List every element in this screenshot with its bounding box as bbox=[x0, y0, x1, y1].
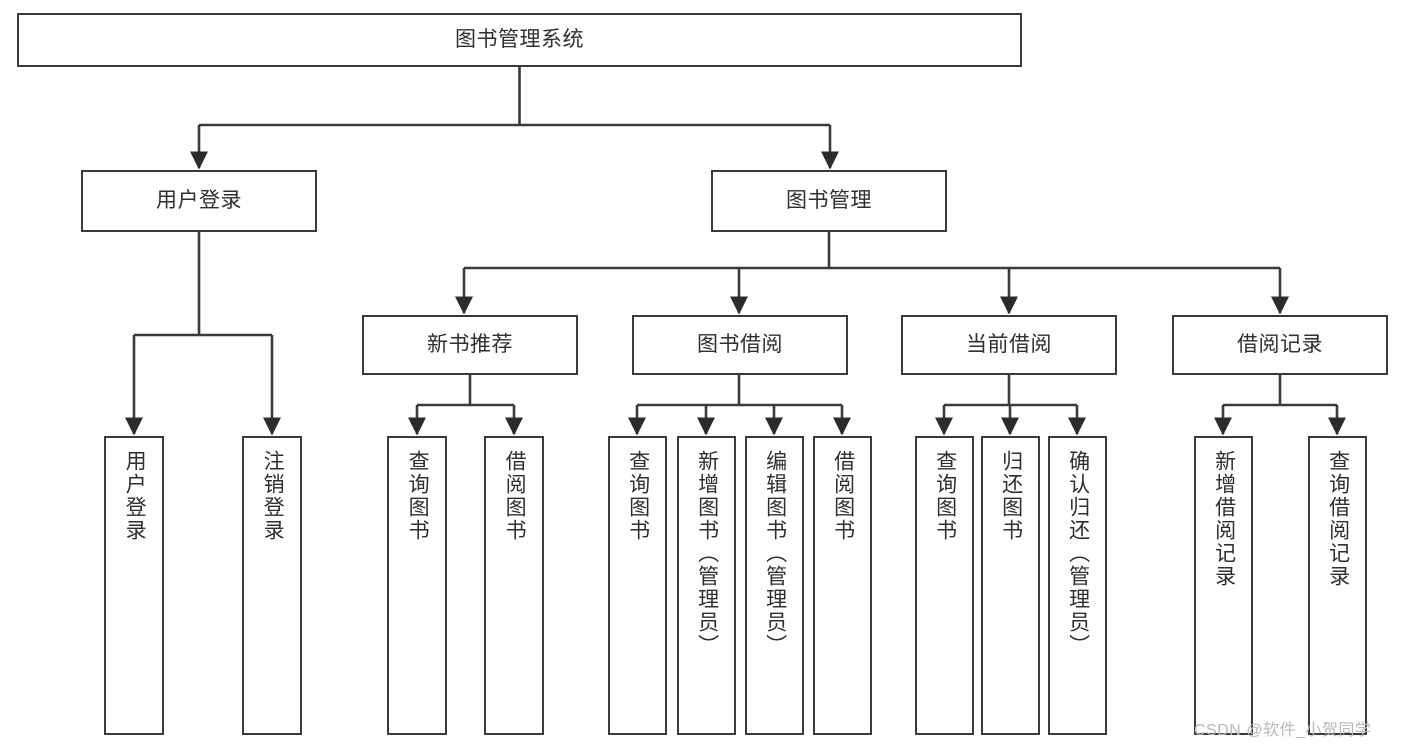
leaf-current-borrow-query-label: 查询图书 bbox=[933, 450, 957, 542]
leaf-book-borrow-add-label: 新增图书（管理员） bbox=[695, 450, 719, 657]
leaf-current-borrow-return[interactable]: 归还图书 bbox=[981, 436, 1040, 735]
leaf-book-borrow-borrow[interactable]: 借阅图书 bbox=[813, 436, 872, 735]
node-root-system-label: 图书管理系统 bbox=[455, 27, 584, 51]
leaf-user-login-login[interactable]: 用户登录 bbox=[104, 436, 164, 735]
leaf-user-login-logout-label: 注销登录 bbox=[261, 450, 285, 542]
node-borrow-record[interactable]: 借阅记录 bbox=[1172, 315, 1388, 375]
leaf-borrow-record-query-label: 查询借阅记录 bbox=[1326, 450, 1350, 588]
node-root-system[interactable]: 图书管理系统 bbox=[17, 13, 1022, 67]
leaf-borrow-record-add-label: 新增借阅记录 bbox=[1212, 450, 1236, 588]
node-book-management-label: 图书管理 bbox=[786, 188, 872, 212]
leaf-current-borrow-return-label: 归还图书 bbox=[999, 450, 1023, 542]
leaf-borrow-record-query[interactable]: 查询借阅记录 bbox=[1308, 436, 1367, 735]
node-borrow-record-label: 借阅记录 bbox=[1237, 332, 1323, 356]
node-book-borrow-label: 图书借阅 bbox=[697, 332, 783, 356]
node-user-login[interactable]: 用户登录 bbox=[81, 170, 317, 232]
node-book-management[interactable]: 图书管理 bbox=[711, 170, 947, 232]
node-user-login-label: 用户登录 bbox=[156, 188, 242, 212]
node-current-borrow-label: 当前借阅 bbox=[966, 332, 1052, 356]
leaf-current-borrow-query[interactable]: 查询图书 bbox=[915, 436, 974, 735]
leaf-book-borrow-query[interactable]: 查询图书 bbox=[608, 436, 667, 735]
leaf-new-book-borrow[interactable]: 借阅图书 bbox=[484, 436, 544, 735]
leaf-borrow-record-add[interactable]: 新增借阅记录 bbox=[1194, 436, 1253, 735]
leaf-user-login-logout[interactable]: 注销登录 bbox=[242, 436, 302, 735]
leaf-new-book-borrow-label: 借阅图书 bbox=[503, 450, 527, 542]
leaf-book-borrow-edit[interactable]: 编辑图书（管理员） bbox=[745, 436, 804, 735]
leaf-current-borrow-confirm[interactable]: 确认归还（管理员） bbox=[1048, 436, 1107, 735]
node-current-borrow[interactable]: 当前借阅 bbox=[901, 315, 1117, 375]
leaf-current-borrow-confirm-label: 确认归还（管理员） bbox=[1066, 450, 1090, 657]
leaf-new-book-query-label: 查询图书 bbox=[406, 450, 430, 542]
node-book-borrow[interactable]: 图书借阅 bbox=[632, 315, 848, 375]
node-new-book-recommend-label: 新书推荐 bbox=[427, 332, 513, 356]
leaf-book-borrow-borrow-label: 借阅图书 bbox=[831, 450, 855, 542]
leaf-book-borrow-query-label: 查询图书 bbox=[626, 450, 650, 542]
leaf-book-borrow-edit-label: 编辑图书（管理员） bbox=[763, 450, 787, 657]
node-new-book-recommend[interactable]: 新书推荐 bbox=[362, 315, 578, 375]
leaf-new-book-query[interactable]: 查询图书 bbox=[387, 436, 447, 735]
leaf-book-borrow-add[interactable]: 新增图书（管理员） bbox=[677, 436, 736, 735]
leaf-user-login-login-label: 用户登录 bbox=[123, 450, 147, 542]
